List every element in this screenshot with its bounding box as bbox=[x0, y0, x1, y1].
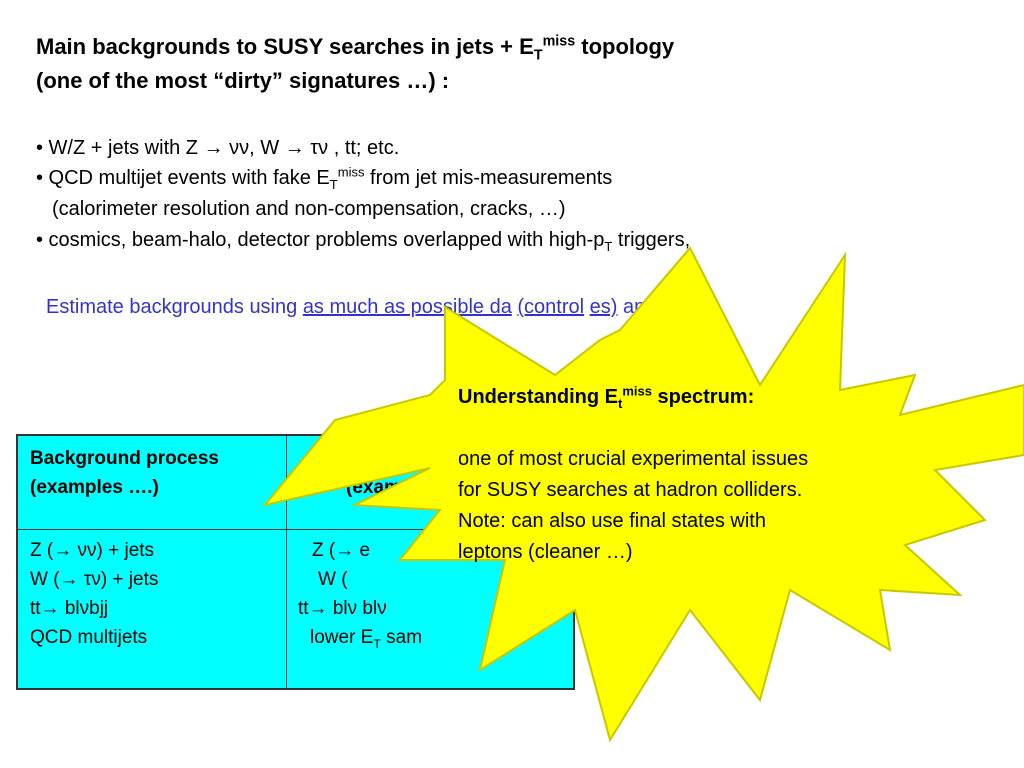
arrow-icon: → bbox=[284, 137, 305, 159]
estimate-pre: Estimate backgrounds using bbox=[46, 296, 303, 318]
title-post: topology bbox=[575, 34, 675, 59]
b1-post: τν , tt; etc. bbox=[304, 137, 400, 159]
b1-nunu: νν, W bbox=[223, 137, 285, 159]
estimate-link-data[interactable]: as much as possible da bbox=[302, 296, 512, 318]
estimate-link-control[interactable]: (control bbox=[517, 296, 585, 318]
callout-heading-sup: miss bbox=[622, 383, 652, 399]
callout-line: one of most crucial experimental issues bbox=[458, 448, 809, 470]
estimate-line: Estimate backgrounds using as much as po… bbox=[46, 296, 693, 319]
table-row: tt→ blνbjj bbox=[30, 598, 109, 619]
callout-line: leptons (cleaner …) bbox=[458, 541, 633, 563]
callout-line: Note: can also use final states with bbox=[458, 510, 766, 532]
title-sup: miss bbox=[542, 33, 576, 50]
table-row: lower ET sam bbox=[310, 623, 422, 652]
bullet-wz-jets: • W/Z + jets with Z → νν, W → τν , tt; e… bbox=[36, 137, 399, 160]
slide-title: Main backgrounds to SUSY searches in jet… bbox=[36, 33, 675, 64]
row4-right-text: lower E bbox=[310, 627, 374, 648]
callout-heading-sub: t bbox=[618, 396, 623, 411]
table-row: QCD multijets bbox=[30, 627, 148, 648]
bullet-qcd-cont: (calorimeter resolution and non-compensa… bbox=[52, 198, 566, 220]
title-text: Main backgrounds to SUSY searches in jet… bbox=[36, 34, 534, 59]
table-row: tt→ blν blν bbox=[298, 598, 387, 619]
table-row: Z (→ e bbox=[312, 540, 371, 561]
title-sub: T bbox=[533, 47, 543, 64]
header-right-2: (exam bbox=[346, 477, 401, 498]
estimate-link-samples[interactable]: es) bbox=[589, 296, 618, 318]
b1-pre: • W/Z + jets with Z bbox=[36, 137, 204, 159]
callout-heading-pre: Understanding E bbox=[458, 386, 619, 408]
callout-heading-post: spectrum: bbox=[652, 386, 755, 408]
table-header-left: Background process (examples ….) bbox=[30, 444, 219, 502]
bullet-qcd: • QCD multijet events with fake ETmiss f… bbox=[36, 164, 613, 192]
bullet-cosmics: • cosmics, beam-halo, detector problems … bbox=[36, 229, 691, 253]
header-right-1: Co bbox=[350, 448, 376, 469]
callout-spacer bbox=[458, 413, 808, 444]
estimate-post: and MC bbox=[617, 296, 694, 318]
callout-heading: Understanding Etmiss spectrum: bbox=[458, 382, 808, 413]
header-left-1: Background process bbox=[30, 448, 219, 469]
table-row: W ( bbox=[318, 569, 348, 590]
callout-text: Understanding Etmiss spectrum: one of mo… bbox=[458, 382, 808, 568]
table-divider-vertical bbox=[286, 436, 287, 688]
callout-line: for SUSY searches at hadron colliders. bbox=[458, 479, 803, 501]
table-row: W (→ τν) + jets bbox=[30, 569, 159, 590]
table-col-right: Z (→ e W ( tt→ blν blν lower ET sam bbox=[298, 536, 422, 652]
b2-sub: T bbox=[329, 177, 338, 192]
b2-pre: • QCD multijet events with fake E bbox=[36, 167, 330, 189]
row4-right-post: sam bbox=[380, 627, 423, 648]
b3-post: triggers, bbox=[612, 229, 691, 251]
b2-sup: miss bbox=[337, 164, 365, 180]
table-header-right: Co (exam bbox=[346, 444, 401, 502]
header-left-2: (examples ….) bbox=[30, 477, 159, 498]
b2-post: from jet mis-measurements bbox=[364, 167, 613, 189]
slide-subtitle: (one of the most “dirty” signatures …) : bbox=[36, 68, 450, 93]
row4-right-sub: T bbox=[373, 636, 381, 651]
table-row: Z (→ νν) + jets bbox=[30, 540, 155, 561]
arrow-icon: → bbox=[203, 137, 224, 159]
b3-pre: • cosmics, beam-halo, detector problems … bbox=[36, 229, 605, 251]
table-col-left: Z (→ νν) + jets W (→ τν) + jets tt→ blνb… bbox=[30, 536, 158, 652]
